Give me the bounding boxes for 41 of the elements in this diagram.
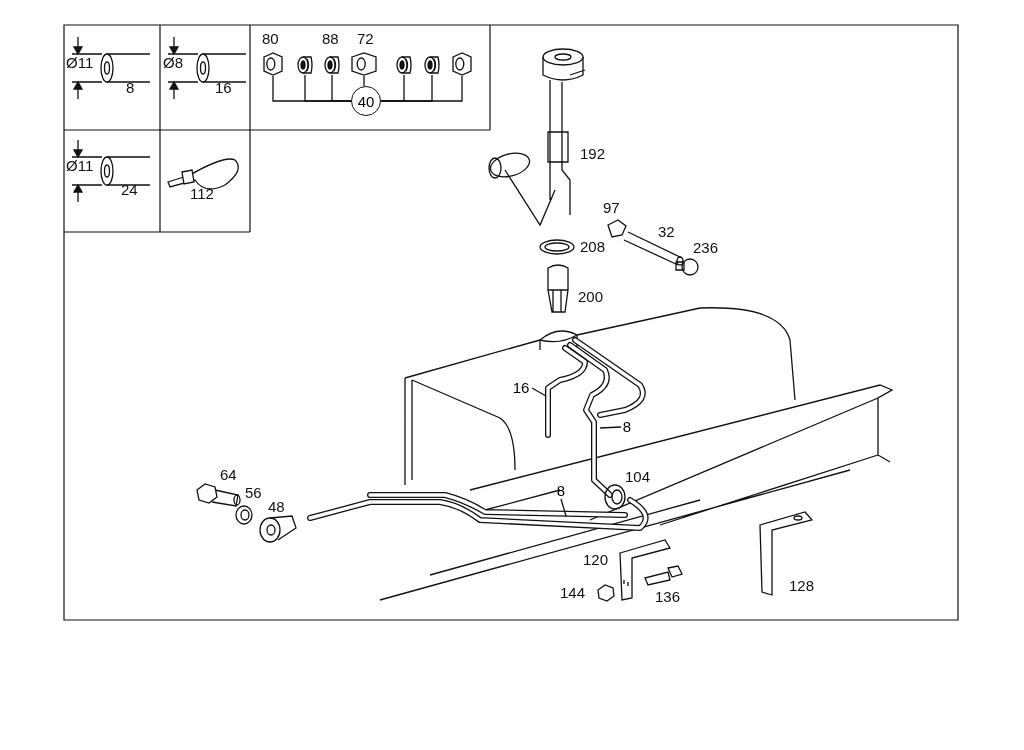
dimension-label: Ø8 xyxy=(163,55,183,71)
fitting-drawing xyxy=(451,52,473,76)
dimension-label: Ø11 xyxy=(66,55,94,71)
dimension-label: 8 xyxy=(126,80,135,96)
callout-number: 136 xyxy=(655,589,681,605)
callout-number: 8 xyxy=(555,483,567,499)
connector-line xyxy=(363,75,365,87)
leader-line xyxy=(560,498,567,517)
callout-number: 112 xyxy=(190,186,214,202)
callout-number: 192 xyxy=(580,146,606,162)
callout-number: 72 xyxy=(357,31,374,47)
callout-number: 97 xyxy=(603,200,620,216)
dimension-label: 24 xyxy=(121,182,138,198)
callout-number: 128 xyxy=(789,578,815,594)
fitting-drawing xyxy=(350,52,378,76)
callout-number: 56 xyxy=(245,485,262,501)
callout-number: 80 xyxy=(262,31,279,47)
callout-number: 64 xyxy=(220,467,237,483)
callout-number: 104 xyxy=(625,469,651,485)
callout-number: 120 xyxy=(583,552,609,568)
callout-number: 236 xyxy=(693,240,719,256)
callout-number: 48 xyxy=(268,499,285,515)
leader-line xyxy=(531,387,547,397)
fitting-drawing xyxy=(395,55,413,75)
dimension-label: 16 xyxy=(215,80,232,96)
fitting-drawing xyxy=(323,55,341,75)
connector-line xyxy=(380,75,463,102)
callout-number: 88 xyxy=(322,31,339,47)
dimension-label: Ø11 xyxy=(66,158,94,174)
callout-circle: 40 xyxy=(351,86,381,116)
leader-line xyxy=(599,426,622,429)
connector-line xyxy=(331,74,352,102)
callout-number: 208 xyxy=(580,239,606,255)
callout-number: 16 xyxy=(510,380,532,396)
callout-number: 200 xyxy=(578,289,604,305)
fitting-drawing xyxy=(296,55,314,75)
fitting-drawing xyxy=(262,52,284,76)
callout-number: 32 xyxy=(658,224,675,240)
callout-number: 144 xyxy=(560,585,586,601)
callout-number: 8 xyxy=(621,419,633,435)
fitting-drawing xyxy=(423,55,441,75)
